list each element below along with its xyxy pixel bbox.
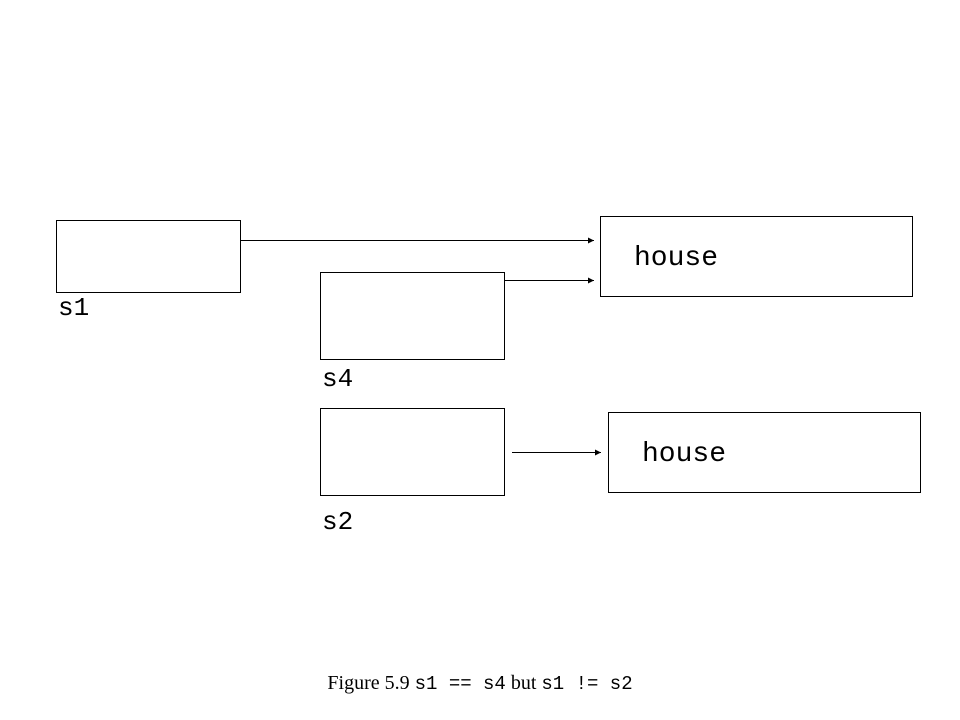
variable-label-s4: s4 — [322, 364, 353, 394]
variable-box-s1 — [56, 220, 241, 293]
figure-caption: Figure 5.9 s1 == s4 but s1 != s2 — [0, 672, 960, 695]
variable-label-s1: s1 — [58, 293, 89, 323]
caption-expression-equal: s1 == s4 — [414, 673, 506, 695]
figure-number: Figure 5.9 — [327, 672, 410, 694]
string-object-value-1: house — [634, 243, 718, 274]
variable-box-s2 — [320, 408, 505, 496]
caption-connector: but — [510, 672, 537, 694]
string-object-value-2: house — [642, 439, 726, 470]
variable-box-s4 — [320, 272, 505, 360]
string-object-box-2 — [608, 412, 921, 493]
caption-expression-not-equal: s1 != s2 — [541, 673, 633, 695]
string-object-box-1 — [600, 216, 913, 297]
variable-label-s2: s2 — [322, 507, 353, 537]
